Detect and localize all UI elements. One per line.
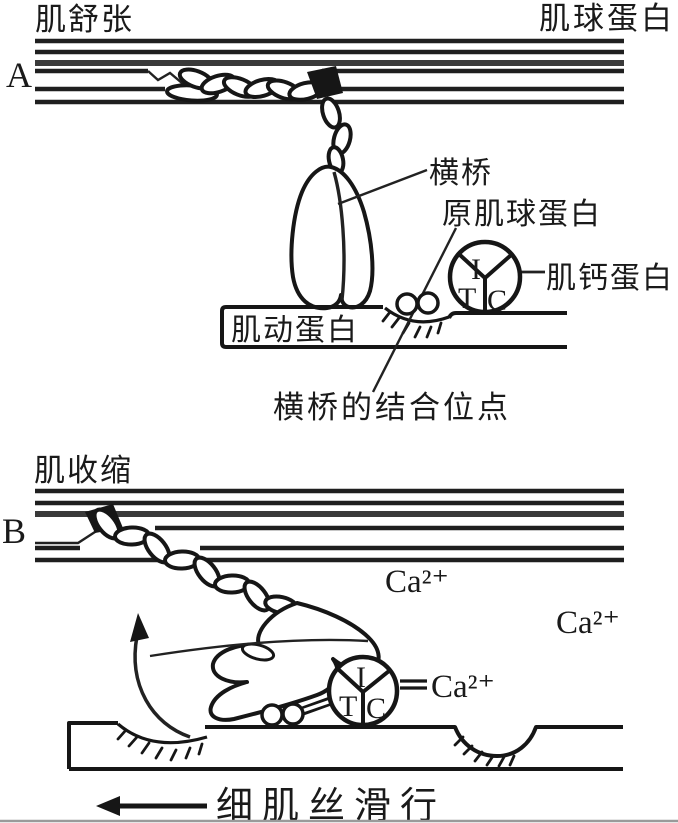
panel-b: I T C 肌收缩 B Ca²⁺ Ca²⁺ Ca²⁺ 细肌丝滑行 bbox=[2, 453, 624, 823]
myosin-head-b bbox=[149, 601, 381, 722]
troponin-c-b: C bbox=[366, 692, 386, 725]
ca-ion-2: Ca²⁺ bbox=[556, 605, 620, 641]
troponin-ball-b: I T C bbox=[326, 654, 427, 728]
myosin-label: 肌球蛋白 bbox=[539, 1, 675, 36]
panel-b-index: B bbox=[2, 511, 26, 551]
ca-bond-lines bbox=[400, 679, 427, 690]
myosin-tail-braid-a bbox=[147, 66, 353, 175]
troponin-t-b: T bbox=[339, 690, 357, 723]
ca-ion-3: Ca²⁺ bbox=[431, 669, 495, 705]
actin-label: 肌动蛋白 bbox=[231, 314, 359, 347]
binding-site-fringe-b-right bbox=[453, 735, 516, 768]
cross-bridge-label: 横桥 bbox=[429, 157, 493, 190]
head-swing-line bbox=[149, 638, 369, 658]
troponin-i-b: I bbox=[356, 661, 366, 694]
tropomyosin-label: 原肌球蛋白 bbox=[442, 198, 602, 231]
troponin-ball-a: I T C bbox=[447, 239, 523, 317]
actin-filament-b bbox=[67, 721, 623, 771]
power-stroke-arrow bbox=[130, 613, 191, 739]
tropomyosin-beads-b bbox=[260, 694, 338, 727]
myosin-head-a bbox=[289, 164, 375, 311]
sliding-label: 细肌丝滑行 bbox=[216, 785, 446, 823]
tropomyosin-beads-a bbox=[395, 291, 440, 316]
panel-a-index: A bbox=[6, 55, 32, 95]
binding-site-fringe-b-left bbox=[116, 728, 204, 762]
binding-site-label: 横桥的结合位点 bbox=[273, 390, 511, 425]
troponin-t-a: T bbox=[458, 282, 476, 315]
panel-a: I T C 肌舒张 肌球蛋白 A 横桥 原肌球蛋白 肌钙蛋白 肌动蛋白 横桥的结… bbox=[6, 1, 675, 425]
panel-b-state-title: 肌收缩 bbox=[34, 453, 133, 488]
cross-bridge-leader-line bbox=[337, 168, 428, 206]
ca-ion-1: Ca²⁺ bbox=[385, 564, 449, 600]
troponin-label: 肌钙蛋白 bbox=[546, 262, 674, 295]
filament-lines-b bbox=[35, 488, 624, 563]
filament-lines-a bbox=[35, 38, 624, 105]
panel-a-state-title: 肌舒张 bbox=[35, 2, 134, 37]
myosin-tail-braid-b bbox=[35, 504, 299, 616]
troponin-i-a: I bbox=[471, 253, 481, 286]
troponin-c-a: C bbox=[487, 284, 507, 317]
thin-filament-sliding-arrow bbox=[96, 796, 207, 816]
